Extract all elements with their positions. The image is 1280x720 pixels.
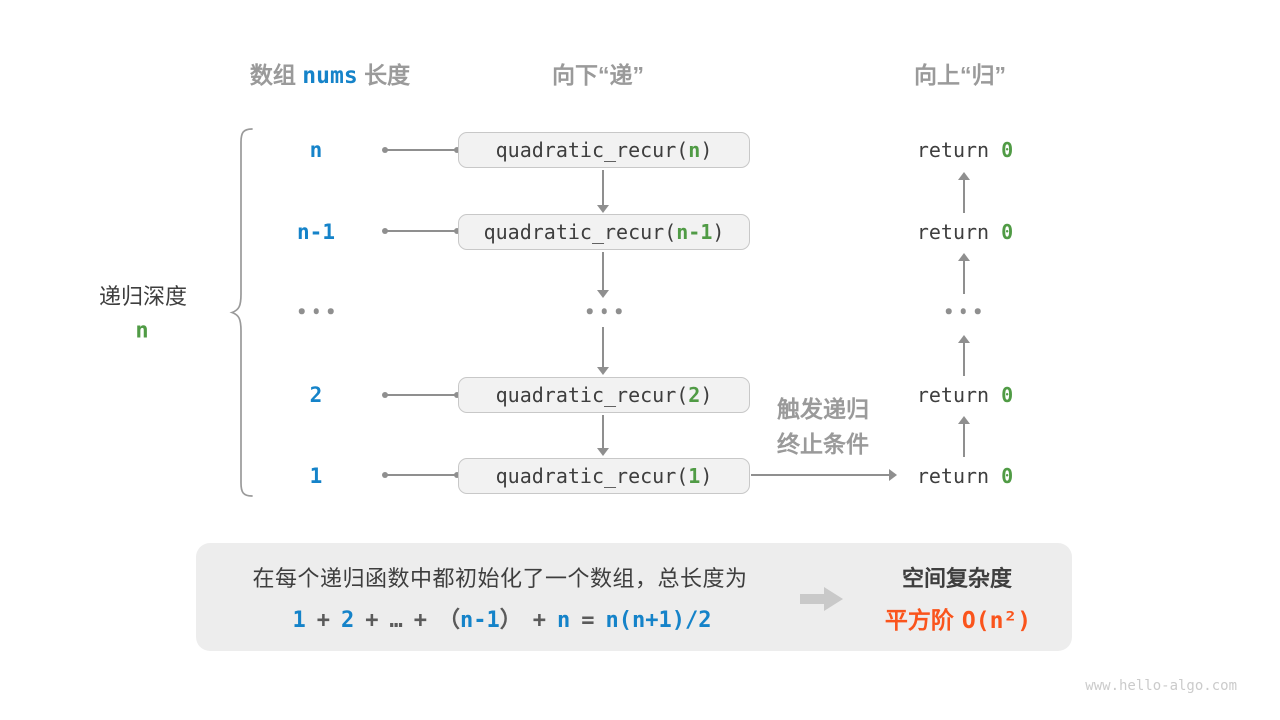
up-arrow <box>958 416 970 457</box>
call-arg: n-1 <box>676 220 713 244</box>
complexity-order-label: 平方阶 <box>884 607 954 633</box>
ellipsis-icon <box>586 308 622 314</box>
size-label-1: 1 <box>309 464 323 488</box>
return-statement: return 0 <box>917 383 1013 407</box>
base-case-note: 触发递归 终止条件 <box>777 392 869 462</box>
return-keyword: return <box>916 383 1002 407</box>
call-arg: 1 <box>688 464 701 488</box>
base-case-note-line2: 终止条件 <box>777 431 869 457</box>
call-box-1: quadratic_recur(1) <box>458 458 750 494</box>
formula-ellipsis: … <box>389 608 403 633</box>
return-keyword: return <box>916 220 1002 244</box>
return-statement: return 0 <box>917 220 1013 244</box>
call-text: quadratic_recur( <box>495 138 689 162</box>
ellipsis-icon <box>945 308 981 314</box>
formula-term-n-1: n-1 <box>460 608 500 633</box>
call-text: quadratic_recur( <box>495 464 689 488</box>
call-arg: n <box>688 138 701 162</box>
formula-result: n(n+1)/2 <box>605 608 712 633</box>
summary-description: 在每个递归函数中都初始化了一个数组，总长度为 <box>252 566 748 591</box>
return-statement: return 0 <box>917 138 1013 162</box>
connector-line <box>382 147 460 153</box>
call-arg: 2 <box>688 383 701 407</box>
return-value: 0 <box>1001 383 1014 407</box>
complexity-title: 空间复杂度 <box>901 566 1013 591</box>
call-box-n: quadratic_recur(n) <box>458 132 750 168</box>
formula-term-1: 1 <box>292 608 306 633</box>
array-label-suffix: 长度 <box>364 62 411 88</box>
connector-line <box>382 472 460 478</box>
formula-equals: = <box>581 608 595 633</box>
formula-lparen: （ <box>438 607 461 632</box>
formula-term-n: n <box>557 608 571 633</box>
call-text-close: ) <box>712 220 725 244</box>
connector-line <box>382 228 460 234</box>
column-header-return-up: 向上“归” <box>914 62 1006 88</box>
recursion-depth-value: n <box>135 318 149 344</box>
summary-formula: 1 + 2 + … + （ n-1 ） + n = n(n+1)/2 <box>293 602 712 634</box>
size-label-n-1: n-1 <box>297 220 335 244</box>
base-case-note-line1: 触发递归 <box>777 396 869 422</box>
curly-brace-icon <box>229 128 253 497</box>
size-label-2: 2 <box>309 383 323 407</box>
return-statement: return 0 <box>917 464 1013 488</box>
array-label-prefix: 数组 <box>249 62 296 88</box>
call-box-n-1: quadratic_recur(n-1) <box>458 214 750 250</box>
formula-plus: + <box>532 608 547 633</box>
block-arrow-icon <box>800 587 843 611</box>
return-keyword: return <box>916 138 1002 162</box>
ellipsis-icon <box>298 308 334 314</box>
return-keyword: return <box>916 464 1002 488</box>
down-arrow <box>597 170 609 213</box>
call-text: quadratic_recur( <box>495 383 689 407</box>
formula-plus: + <box>316 608 330 633</box>
call-box-2: quadratic_recur(2) <box>458 377 750 413</box>
down-arrow <box>597 252 609 298</box>
size-label-n: n <box>309 138 323 162</box>
summary-panel <box>196 543 1072 651</box>
watermark: www.hello-algo.com <box>1085 678 1237 694</box>
complexity-big-o: O(n²) <box>961 608 1032 634</box>
formula-rparen: ） <box>499 607 522 632</box>
up-arrow <box>958 253 970 294</box>
down-arrow <box>597 327 609 375</box>
return-value: 0 <box>1001 138 1014 162</box>
up-arrow <box>958 335 970 376</box>
up-arrow <box>958 172 970 213</box>
column-header-recurse-down: 向下“递” <box>552 62 644 88</box>
formula-term-2: 2 <box>341 608 355 633</box>
connector-line <box>382 392 460 398</box>
formula-term-n-1-group: （ n-1 ） <box>438 602 522 634</box>
recursion-depth-label: 递归深度 <box>98 284 188 309</box>
return-value: 0 <box>1001 464 1014 488</box>
column-header-array-length: 数组 nums 长度 <box>250 56 410 90</box>
call-text-close: ) <box>700 138 713 162</box>
call-text-close: ) <box>700 464 713 488</box>
formula-plus: + <box>413 608 427 633</box>
call-text-close: ) <box>700 383 713 407</box>
array-code-nums: nums <box>302 63 358 89</box>
base-case-arrow <box>751 469 897 481</box>
complexity-value: 平方阶 O(n²) <box>885 601 1031 635</box>
return-value: 0 <box>1001 220 1014 244</box>
down-arrow <box>597 415 609 456</box>
call-text: quadratic_recur( <box>483 220 677 244</box>
formula-plus: + <box>365 608 379 633</box>
